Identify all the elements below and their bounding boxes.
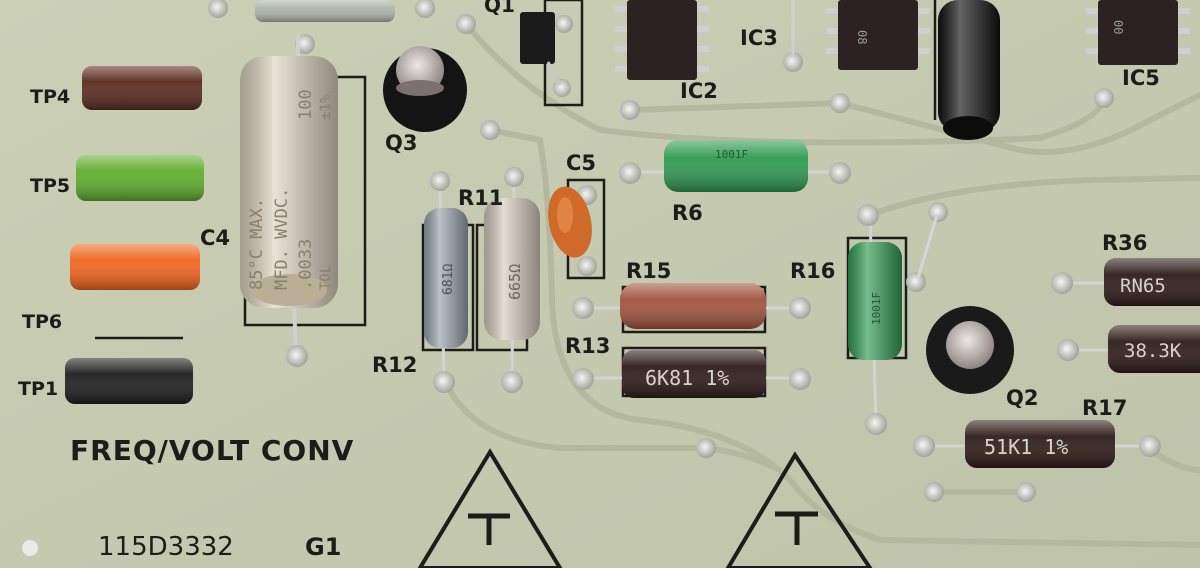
transistor-q2 bbox=[926, 306, 1014, 394]
svg-text:08: 08 bbox=[855, 30, 869, 44]
label-q3: Q3 bbox=[385, 131, 417, 155]
label-ic2: IC2 bbox=[680, 79, 718, 103]
test-point-tp5 bbox=[76, 155, 204, 201]
transistor-q3 bbox=[383, 46, 467, 132]
capacitor-c5 bbox=[548, 185, 597, 276]
top-left-resistor bbox=[208, 0, 435, 22]
r6-marking: 1001F bbox=[715, 148, 748, 161]
label-r6: R6 bbox=[672, 201, 703, 225]
label-r16: R16 bbox=[790, 259, 835, 283]
label-r13: R13 bbox=[565, 334, 610, 358]
label-ic5: IC5 bbox=[1122, 66, 1160, 90]
triangle-marking-right bbox=[725, 451, 873, 568]
label-r17: R17 bbox=[1082, 396, 1127, 420]
capacitor-c4: 85°C MAX. MFD. WVDC. .0033 100 TOL ±1% bbox=[240, 35, 338, 367]
c4-marking-line4b: ±1% bbox=[318, 94, 334, 120]
black-capacitor bbox=[938, 0, 1000, 140]
r16-marking: 1001F bbox=[870, 292, 883, 325]
ic5-chip: 00 bbox=[1086, 0, 1190, 65]
label-r12: R12 bbox=[372, 353, 417, 377]
r36-marking: RN65 bbox=[1120, 275, 1166, 297]
board-part-number: 115D3332 bbox=[98, 532, 234, 562]
r12-marking: 681Ω bbox=[441, 264, 456, 295]
board-variant: G1 bbox=[305, 533, 341, 561]
test-point-tp4 bbox=[82, 66, 202, 110]
ic3-chip: 08 bbox=[783, 0, 930, 72]
label-r15: R15 bbox=[626, 259, 671, 283]
resistor-r16: 1001F bbox=[848, 204, 902, 435]
silkscreen-outlines bbox=[95, 0, 937, 398]
label-r36: R36 bbox=[1102, 231, 1147, 255]
c4-marking-line3a: .0033 bbox=[296, 239, 316, 290]
resistor-r13: 6K81 1% bbox=[572, 350, 811, 398]
c4-marking-line4a: TOL bbox=[318, 265, 334, 290]
svg-text:00: 00 bbox=[1111, 20, 1125, 34]
resistor-r36: RN65 bbox=[1051, 258, 1200, 306]
solder-pads bbox=[22, 14, 1114, 556]
label-tp5: TP5 bbox=[30, 175, 70, 197]
r11-marking: 665Ω bbox=[506, 264, 524, 300]
label-q2: Q2 bbox=[1006, 386, 1038, 410]
r13-marking: 6K81 1% bbox=[645, 366, 729, 390]
label-tp1: TP1 bbox=[18, 378, 58, 400]
resistor-38k3-marking: 38.3K bbox=[1124, 340, 1182, 362]
resistor-r6: 1001F bbox=[619, 140, 851, 192]
triangle-marking-left bbox=[417, 448, 563, 568]
c4-marking-line1: 85°C MAX. bbox=[247, 198, 267, 290]
label-c5: C5 bbox=[566, 151, 596, 175]
test-point-tp1 bbox=[65, 358, 193, 404]
label-tp4: TP4 bbox=[30, 86, 70, 108]
label-ic3: IC3 bbox=[740, 26, 778, 50]
resistor-r15 bbox=[572, 283, 811, 329]
resistor-r17: 51K1 1% bbox=[913, 420, 1161, 468]
resistor-r11: 665Ω bbox=[484, 167, 540, 393]
resistor-r12: 681Ω bbox=[424, 171, 468, 393]
label-tp6: TP6 bbox=[22, 311, 62, 333]
label-r11: R11 bbox=[458, 186, 503, 210]
label-c4: C4 bbox=[200, 226, 230, 250]
q1-transistor bbox=[520, 12, 573, 97]
test-point-tp6 bbox=[70, 244, 200, 290]
c4-marking-line2: MFD. WVDC. bbox=[272, 188, 292, 290]
c4-marking-line3b: 100 bbox=[296, 89, 316, 120]
ic2-chip bbox=[615, 0, 709, 80]
r17-marking: 51K1 1% bbox=[984, 435, 1068, 459]
resistor-38k3: 38.3K bbox=[1057, 325, 1200, 373]
board-title: FREQ/VOLT CONV bbox=[70, 434, 354, 467]
label-q1: Q1 bbox=[484, 0, 515, 17]
